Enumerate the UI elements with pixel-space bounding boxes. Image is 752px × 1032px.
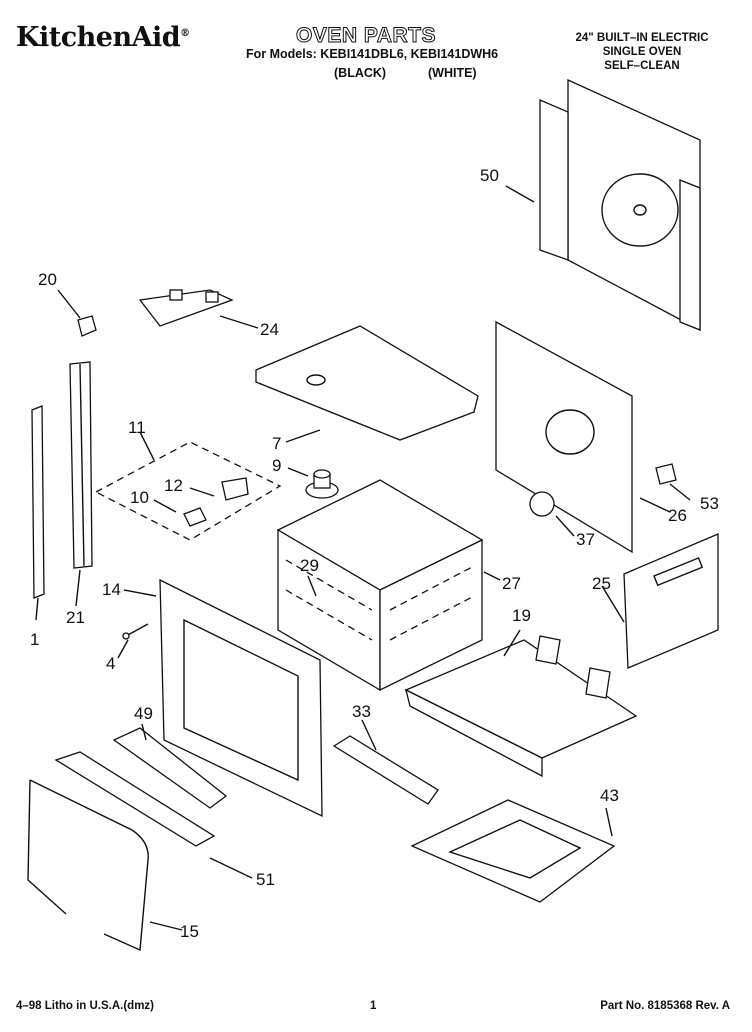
brand-logo: KitchenAid® (16, 22, 190, 53)
callout-14: 14 (102, 580, 121, 599)
callout-10: 10 (130, 488, 149, 507)
part-oven-cavity (276, 479, 484, 692)
part-vent (54, 751, 216, 847)
callout-1: 1 (30, 630, 40, 649)
footer-part-number: Part No. 8185368 Rev. A (600, 1000, 730, 1012)
callout-19: 19 (512, 606, 531, 625)
spec-line-1: 24" BUILT–IN ELECTRIC (575, 32, 709, 44)
callout-9: 9 (272, 456, 282, 475)
callout-49: 49 (134, 704, 153, 723)
part-front-frame (159, 578, 323, 818)
part-side-trim (31, 315, 97, 599)
callout-25: 25 (592, 574, 611, 593)
callout-53: 53 (700, 494, 719, 513)
callout-26: 26 (668, 506, 687, 525)
brand-mark: ® (180, 28, 190, 39)
part-bracket (138, 289, 234, 327)
part-top-cover (255, 325, 479, 441)
part-connector (655, 463, 677, 485)
callout-27: 27 (502, 574, 521, 593)
part-shelf (404, 635, 638, 778)
part-lower-trim (112, 727, 228, 809)
callout-50: 50 (480, 166, 499, 185)
part-gasket (27, 779, 149, 952)
callout-15: 15 (180, 922, 199, 941)
leader-lines (35, 185, 691, 931)
page-title: OVEN PARTS (296, 24, 436, 48)
part-screw (122, 623, 149, 640)
callout-33: 33 (352, 702, 371, 721)
models-line: For Models: KEBI141DBL6, KEBI141DWH6 (246, 47, 499, 61)
callout-24: 24 (260, 320, 279, 339)
footer-litho: 4–98 Litho in U.S.A.(dmz) (16, 1000, 155, 1012)
callout-12: 12 (164, 476, 183, 495)
spec-line-2: SINGLE OVEN (602, 46, 682, 58)
part-rear-panel (539, 78, 701, 332)
brand-name: KitchenAid (16, 22, 181, 53)
callout-7: 7 (272, 434, 282, 453)
part-side-panel (495, 320, 633, 554)
part-side-shield (623, 533, 719, 669)
callout-51: 51 (256, 870, 275, 889)
footer-page-number: 1 (370, 1000, 377, 1012)
part-bottom-pan (410, 799, 616, 903)
variant-black: (BLACK) (334, 66, 387, 80)
callout-43: 43 (600, 786, 619, 805)
callout-20: 20 (38, 270, 57, 289)
callout-4: 4 (106, 654, 116, 673)
callout-11: 11 (128, 418, 146, 437)
part-knob (305, 469, 339, 499)
part-element (529, 491, 555, 517)
part-drip-tray (332, 735, 439, 805)
part-kit-box (94, 441, 282, 541)
variant-white: (WHITE) (428, 66, 477, 80)
callout-29: 29 (300, 556, 319, 575)
spec-line-3: SELF–CLEAN (604, 60, 680, 72)
callout-37: 37 (576, 530, 595, 549)
callout-21: 21 (66, 608, 85, 627)
